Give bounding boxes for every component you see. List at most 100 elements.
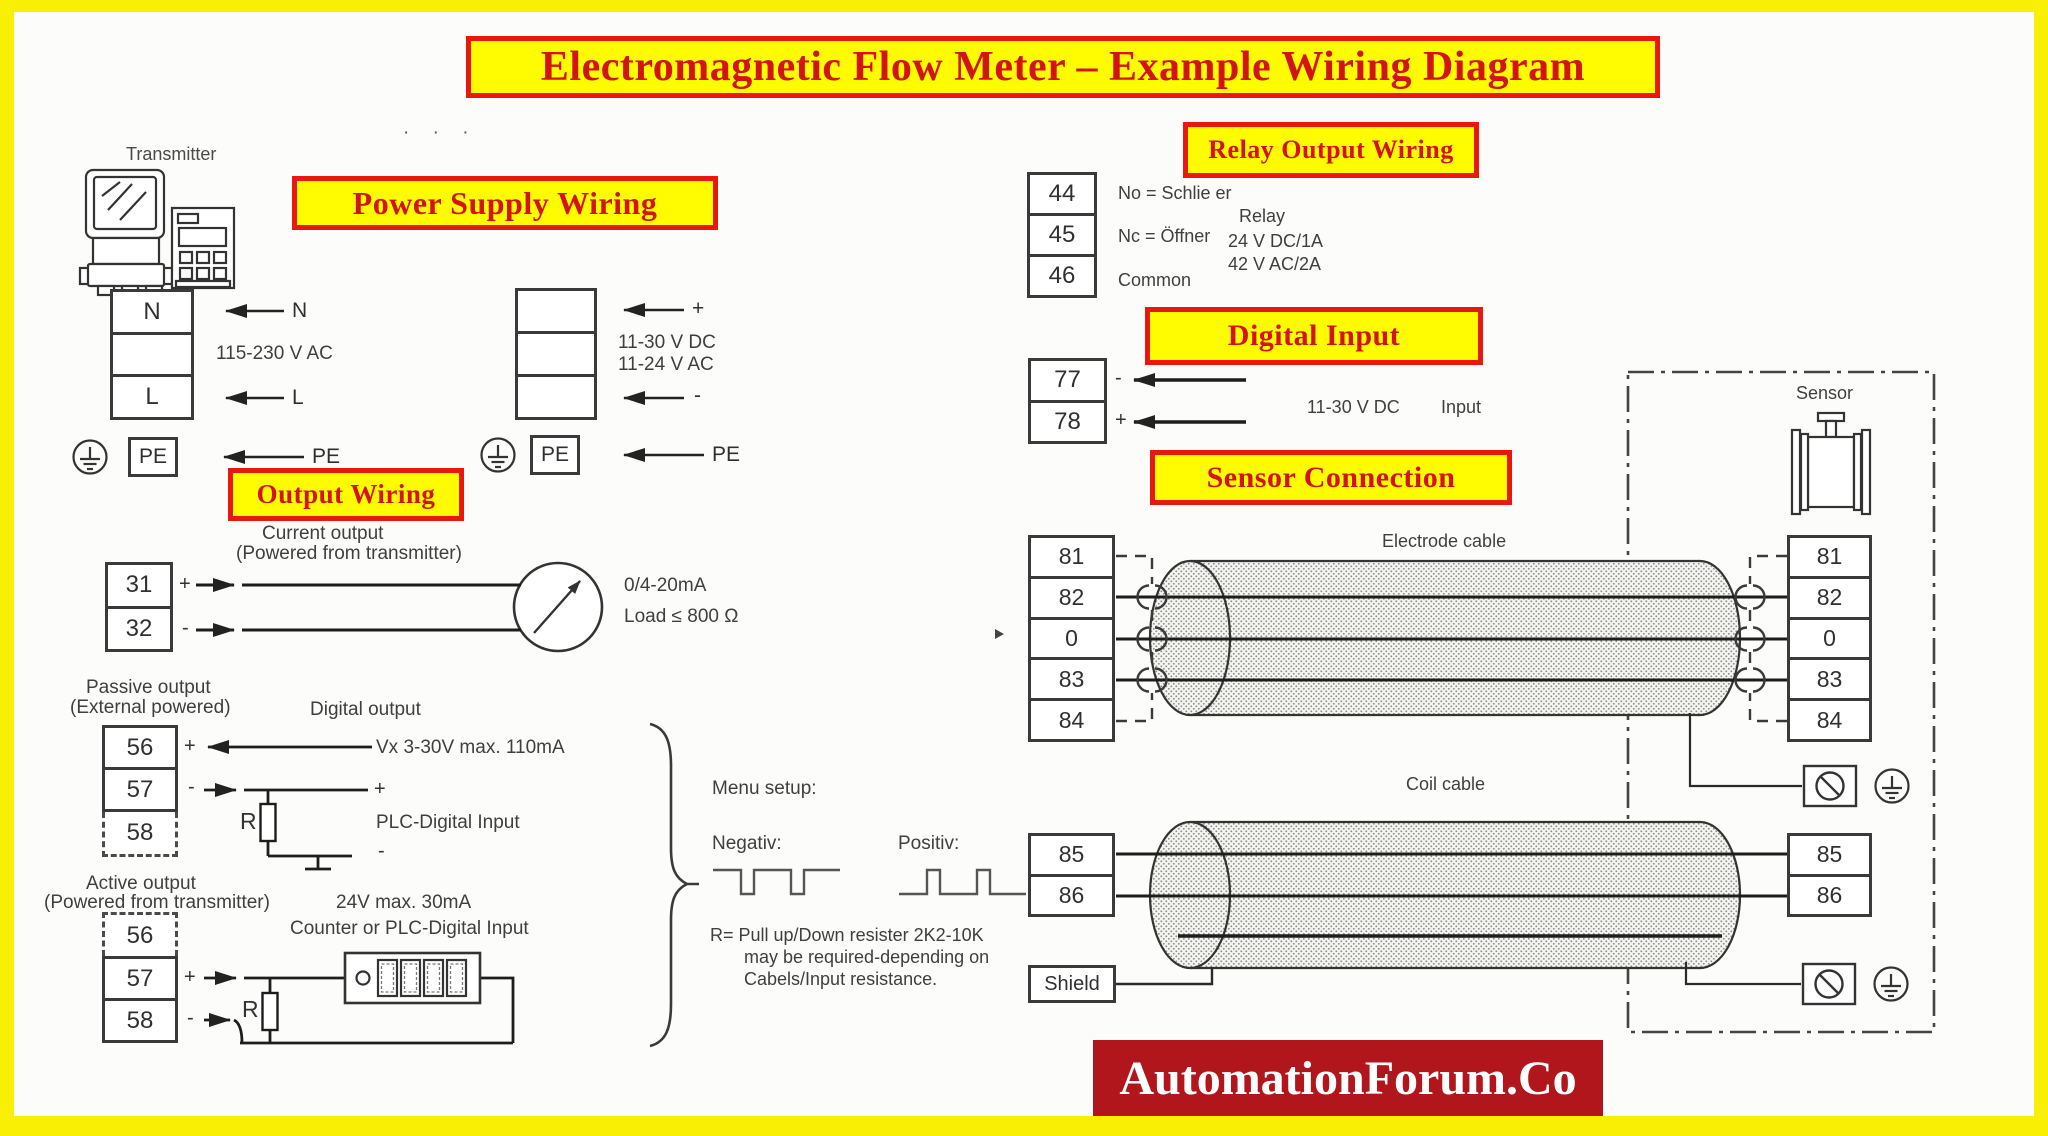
digital-output-heading: Digital output: [310, 699, 421, 720]
electrode-block-right: 81 82 0 83 84: [1787, 535, 1872, 742]
ao-rating: 24V max. 30mA: [336, 892, 472, 913]
page-title: Electromagnetic Flow Meter – Example Wir…: [466, 36, 1660, 98]
arrow-label-minus: -: [694, 384, 701, 407]
frame-right: [2034, 0, 2048, 1136]
current-output-wiring: [196, 561, 604, 653]
co-plus: +: [179, 573, 191, 595]
dc-power-arrows: [623, 303, 704, 462]
po-resistor-label: R: [240, 808, 257, 834]
terminal-83: 83: [1790, 657, 1869, 698]
terminal-86: 86: [1031, 873, 1112, 915]
co-range: 0/4-20mA: [624, 575, 707, 596]
shield-terminal-box: Shield: [1028, 965, 1116, 1003]
po-wire-label: Vx 3-30V max. 110mA: [376, 737, 565, 758]
terminal-86: 86: [1790, 873, 1869, 915]
relay-nc-label: Nc = Öffner: [1118, 226, 1211, 246]
dc-voltage-ac-label: 11-24 V AC: [618, 354, 714, 375]
coil-wires: [1116, 852, 1787, 938]
ac-voltage-label: 115-230 V AC: [216, 343, 333, 364]
transmitter-device-icon: [78, 168, 174, 297]
electrode-ground-wire: [1688, 713, 1802, 788]
terminal-58: 58: [105, 998, 175, 1040]
coil-ground-wire: [1684, 962, 1801, 986]
relay-name: Relay: [1239, 206, 1286, 226]
ao-minus: -: [187, 1007, 194, 1029]
terminal-83: 83: [1031, 657, 1112, 698]
dc-voltage-label: 11-30 V DC: [618, 332, 716, 353]
ac-terminal-block: N L: [110, 289, 194, 420]
po-minus: -: [188, 776, 195, 798]
menu-setup-title: Menu setup:: [712, 778, 817, 799]
terminal-57: 57: [105, 767, 175, 809]
arrow-label-plus: +: [692, 297, 705, 320]
terminal-blank: [113, 331, 191, 375]
banner-power-supply: Power Supply Wiring: [292, 176, 718, 230]
banner-relay-output: Relay Output Wiring: [1183, 122, 1479, 178]
terminal-45: 45: [1030, 213, 1094, 254]
dc-terminal-block: [515, 288, 597, 420]
relay-rating-dc: 24 V DC/1A: [1228, 231, 1324, 251]
current-output-subtitle: (Powered from transmitter): [236, 543, 462, 564]
electrode-wires: [1116, 595, 1787, 682]
terminal-78: 78: [1031, 399, 1104, 442]
passive-output-subtitle: (External powered): [70, 697, 231, 718]
note-line-3: Cabels/Input resistance.: [744, 969, 938, 989]
di-plus: +: [1115, 409, 1127, 431]
banner-output-wiring: Output Wiring: [228, 468, 464, 521]
terminal-N: N: [143, 297, 161, 325]
terminal-82: 82: [1790, 575, 1869, 617]
co-load: Load ≤ 800 Ω: [624, 606, 739, 627]
screw-terminal-icon: [1802, 764, 1858, 808]
relay-terminal-block: 44 45 46: [1027, 172, 1097, 298]
terminal-56: 56: [126, 733, 154, 761]
relay-rating-ac: 42 V AC/2A: [1228, 254, 1322, 274]
current-output-title: Current output: [262, 523, 384, 544]
terminal-dc-plus: [518, 291, 594, 331]
arrow-label-l: L: [292, 386, 304, 409]
coil-cable-label: Coil cable: [1406, 774, 1486, 794]
arrow-label-pe-ac: PE: [312, 445, 341, 468]
electrode-block-left: 81 82 0 83 84: [1028, 535, 1115, 742]
electrode-cable-label: Electrode cable: [1382, 531, 1507, 551]
active-output-wiring: [204, 971, 515, 1045]
terminal-58-dashed: 58: [102, 812, 178, 857]
co-minus: -: [182, 617, 189, 639]
banner-digital-input: Digital Input: [1145, 307, 1483, 365]
terminal-dc-mid: [518, 331, 594, 374]
passive-output-wiring: [204, 740, 372, 871]
pe-terminal-dc: PE: [530, 435, 580, 475]
ac-power-arrows: [223, 304, 304, 464]
terminal-56-dashed: 56: [102, 912, 178, 956]
passive-output-title: Passive output: [86, 677, 211, 698]
terminal-0: 0: [1031, 616, 1112, 658]
earth-ground-icon: [1873, 966, 1909, 1002]
earth-ground-icon: [72, 439, 108, 475]
terminal-32: 32: [108, 605, 170, 650]
watermark-banner: AutomationForum.Co: [1093, 1040, 1603, 1116]
digital-input-block: 77 78: [1028, 358, 1107, 444]
terminal-84: 84: [1790, 698, 1869, 739]
earth-ground-icon: [480, 437, 516, 473]
dots-mark: · · ·: [403, 122, 478, 143]
active-output-block: 57 58: [102, 956, 178, 1043]
ao-plus: +: [184, 966, 196, 988]
counter-display-icon: [343, 951, 482, 1005]
terminal-31: 31: [125, 571, 153, 599]
terminal-85: 85: [1058, 841, 1085, 868]
terminal-46: 46: [1030, 254, 1094, 295]
frame-bottom: [0, 1116, 2048, 1136]
terminal-82: 82: [1031, 575, 1112, 617]
terminal-57: 57: [126, 964, 154, 992]
arrow-label-pe-dc: PE: [712, 443, 741, 466]
shield-label: Shield: [1044, 972, 1100, 995]
transmitter-label: Transmitter: [126, 144, 217, 164]
menu-negative-label: Negativ:: [712, 833, 782, 854]
sensor-label: Sensor: [1796, 383, 1854, 403]
frame-left: [0, 0, 14, 1136]
earth-ground-icon: [1874, 768, 1910, 804]
ao-counter-label: Counter or PLC-Digital Input: [290, 918, 529, 939]
note-line-1: R= Pull up/Down resister 2K2-10K: [710, 925, 984, 945]
di-minus: -: [1115, 367, 1122, 389]
relay-no-label: No = Schlie er: [1118, 183, 1232, 203]
